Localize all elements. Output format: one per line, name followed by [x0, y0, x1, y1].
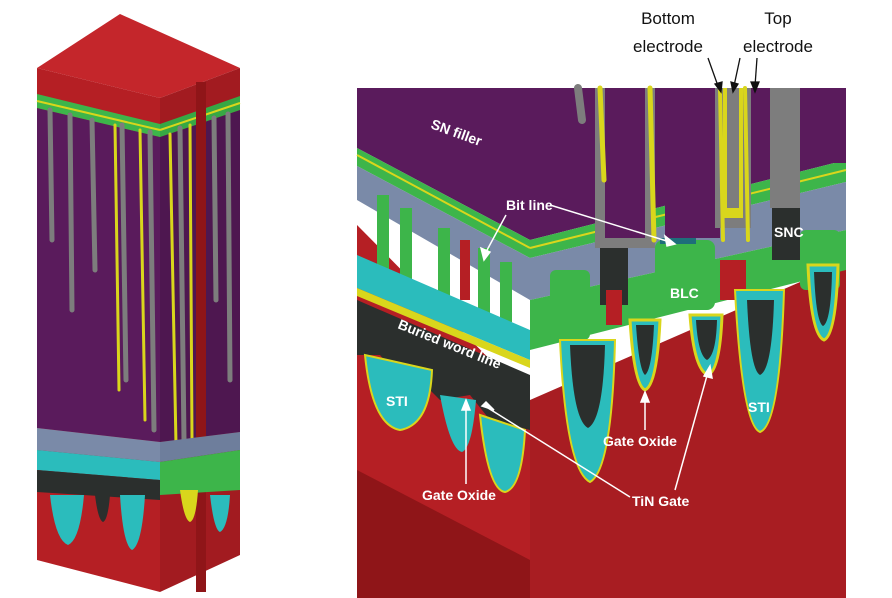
- label-tin-gate: TiN Gate: [632, 493, 690, 509]
- label-sti-right: STI: [748, 399, 770, 415]
- label-bit-line: Bit line: [506, 197, 553, 213]
- label-gate-oxide-left: Gate Oxide: [422, 487, 496, 503]
- left-block-green-contacts: [160, 450, 240, 495]
- right-block-sti-layer: [357, 255, 530, 360]
- electrode-arrows: [707, 57, 760, 94]
- labels: Bottom electrode Top electrode SN filler…: [386, 9, 813, 509]
- left-block-filler-front: [37, 108, 160, 442]
- label-gate-oxide-right: Gate Oxide: [603, 433, 677, 449]
- label-top-electrode: Top: [764, 9, 791, 28]
- right-block-sti-well-1: [363, 353, 434, 432]
- label-blc: BLC: [670, 285, 699, 301]
- left-block: [36, 14, 241, 592]
- right-block-nitride-left: [357, 148, 530, 258]
- label-sti-left: STI: [386, 393, 408, 409]
- left-block-top-face: [37, 14, 240, 98]
- right-block-bitline-stacks: [377, 195, 512, 322]
- label-bottom-electrode: Bottom: [641, 9, 695, 28]
- left-block-capacitors: [47, 107, 233, 447]
- left-block-wordline: [37, 470, 160, 500]
- left-block-notch: [196, 82, 206, 592]
- label-snc: SNC: [774, 224, 804, 240]
- label-top-electrode-line2: electrode: [743, 37, 813, 56]
- left-block-dielectric-right: [160, 432, 240, 462]
- right-block-buried-word-line: [357, 300, 530, 430]
- right-block-electrodes: [574, 84, 750, 243]
- label-bottom-electrode-line2: electrode: [633, 37, 703, 56]
- right-block: [356, 84, 847, 598]
- right-block-gate-fins: [558, 263, 840, 484]
- right-block-sti-well-3: [478, 413, 527, 494]
- left-block-dielectric: [37, 428, 160, 462]
